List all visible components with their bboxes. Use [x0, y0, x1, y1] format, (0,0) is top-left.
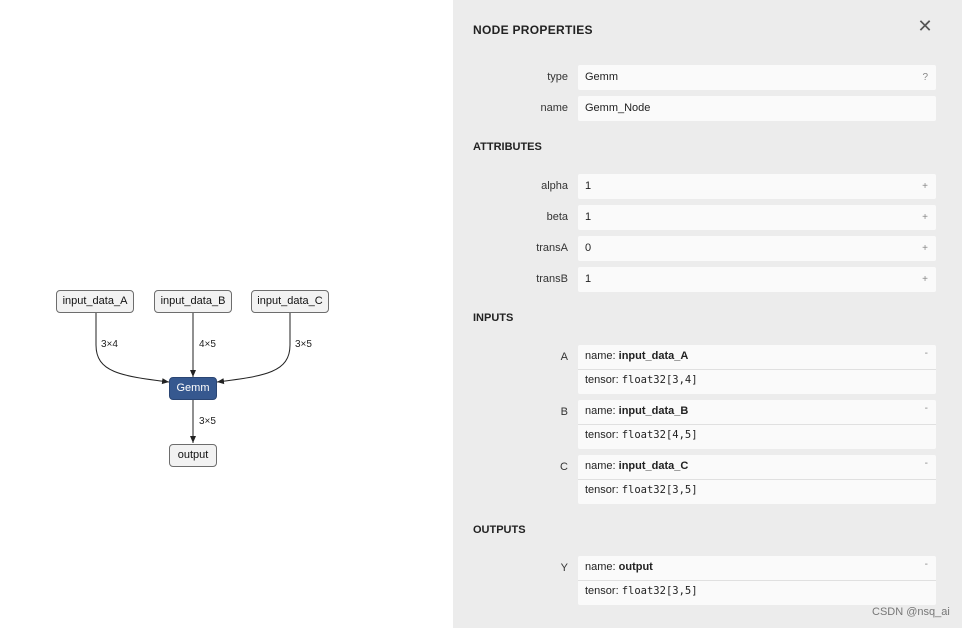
node-output[interactable]: output — [169, 444, 217, 467]
input-a-name: name: input_data_A — [585, 350, 689, 362]
node-input-data-b[interactable]: input_data_B — [154, 290, 232, 313]
input-label-c: C — [560, 461, 568, 473]
attr-label-transb: transB — [536, 273, 568, 285]
graph-edges — [95, 313, 291, 443]
close-icon[interactable]: ✕ — [917, 16, 933, 36]
input-b-name: name: input_data_B — [585, 405, 689, 417]
attr-alpha-value: 1 — [585, 180, 592, 192]
attr-beta-field[interactable]: 1 + — [578, 205, 936, 230]
input-b-box[interactable]: name: input_data_B tensor: float32[4,5] … — [578, 400, 936, 449]
expand-icon[interactable]: + — [922, 181, 928, 192]
divider — [578, 369, 936, 370]
inputs-title: INPUTS — [473, 312, 514, 324]
attr-transb-field[interactable]: 1 + — [578, 267, 936, 292]
edge-label-c: 3×5 — [295, 339, 312, 350]
input-c-name: name: input_data_C — [585, 460, 689, 472]
input-a-box[interactable]: name: input_data_A tensor: float32[3,4] … — [578, 345, 936, 394]
output-y-name: name: output — [585, 561, 653, 573]
input-c-tensor: tensor: float32[3,5] — [585, 484, 698, 496]
type-field[interactable]: Gemm ? — [578, 65, 936, 90]
edge-a-to-gemm — [95, 313, 170, 385]
attr-transa-field[interactable]: 0 + — [578, 236, 936, 261]
attr-beta-value: 1 — [585, 211, 592, 223]
collapse-icon[interactable]: - — [924, 559, 928, 570]
collapse-icon[interactable]: - — [924, 403, 928, 414]
expand-icon[interactable]: + — [922, 212, 928, 223]
edge-label-output: 3×5 — [199, 416, 216, 427]
type-help-icon[interactable]: ? — [922, 72, 928, 83]
collapse-icon[interactable]: - — [924, 348, 928, 359]
watermark: CSDN @nsq_ai — [872, 606, 950, 618]
edge-label-a: 3×4 — [101, 339, 118, 350]
input-label-a: A — [560, 351, 568, 363]
node-input-data-c[interactable]: input_data_C — [251, 290, 329, 313]
attr-label-transa: transA — [536, 242, 568, 254]
name-value: Gemm_Node — [585, 102, 651, 114]
input-a-tensor: tensor: float32[3,4] — [585, 374, 698, 386]
attr-transb-value: 1 — [585, 273, 592, 285]
node-input-data-a[interactable]: input_data_A — [56, 290, 134, 313]
node-gemm[interactable]: Gemm — [169, 377, 217, 400]
input-b-tensor: tensor: float32[4,5] — [585, 429, 698, 441]
attr-label-beta: beta — [546, 211, 568, 223]
attr-label-alpha: alpha — [541, 180, 568, 192]
divider — [578, 580, 936, 581]
outputs-title: OUTPUTS — [473, 524, 526, 536]
edge-label-b: 4×5 — [199, 339, 216, 350]
output-y-box[interactable]: name: output tensor: float32[3,5] - — [578, 556, 936, 605]
expand-icon[interactable]: + — [922, 243, 928, 254]
panel-title: NODE PROPERTIES — [473, 23, 593, 37]
name-label: name — [540, 102, 568, 114]
output-y-tensor: tensor: float32[3,5] — [585, 585, 698, 597]
output-label-y: Y — [560, 562, 568, 574]
collapse-icon[interactable]: - — [924, 458, 928, 469]
expand-icon[interactable]: + — [922, 274, 928, 285]
node-properties-panel: NODE PROPERTIES ✕ type Gemm ? name Gemm_… — [453, 0, 962, 628]
input-c-box[interactable]: name: input_data_C tensor: float32[3,5] … — [578, 455, 936, 504]
attr-alpha-field[interactable]: 1 + — [578, 174, 936, 199]
attr-transa-value: 0 — [585, 242, 592, 254]
name-field[interactable]: Gemm_Node — [578, 96, 936, 121]
input-label-b: B — [560, 406, 568, 418]
graph-canvas[interactable]: input_data_A input_data_B input_data_C G… — [0, 0, 453, 628]
type-value: Gemm — [585, 71, 618, 83]
edge-c-to-gemm — [216, 313, 291, 385]
divider — [578, 424, 936, 425]
divider — [578, 479, 936, 480]
type-label: type — [547, 71, 568, 83]
attributes-title: ATTRIBUTES — [473, 141, 542, 153]
